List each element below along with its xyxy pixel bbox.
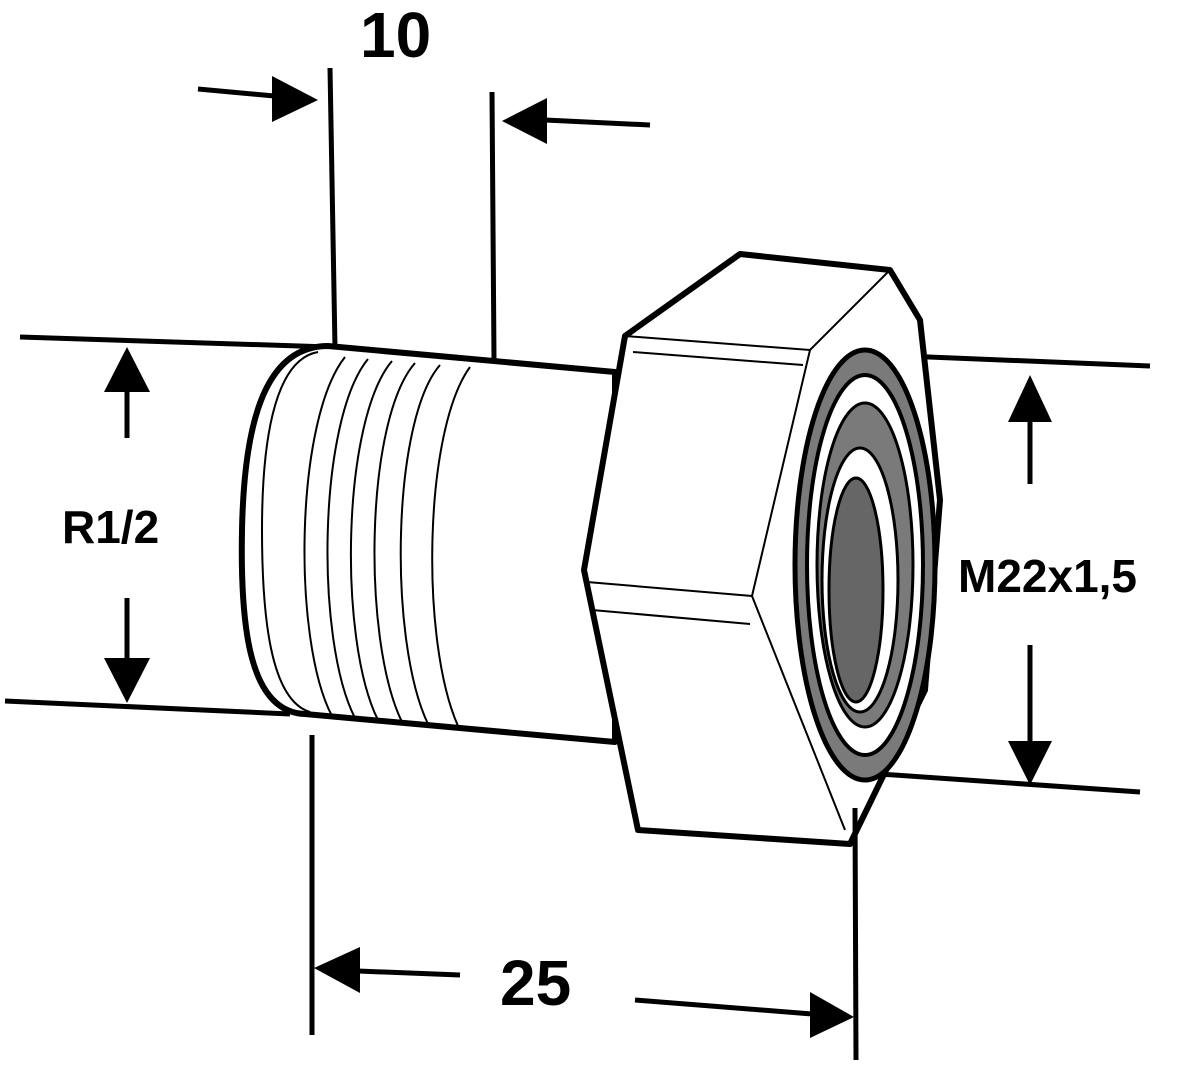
male-thread-body — [238, 343, 618, 745]
label-overall-length: 25 — [500, 947, 571, 1019]
dimension-thread-length: 10 — [197, 0, 651, 361]
dimension-overall-length: 25 — [309, 735, 859, 1061]
hex-nut — [581, 251, 943, 847]
label-thread-length: 10 — [360, 0, 431, 71]
dimension-male-thread: R1/2 — [62, 347, 159, 703]
dimension-nut-thread: M22x1,5 — [958, 375, 1137, 785]
label-nut-thread: M22x1,5 — [958, 550, 1137, 602]
label-male-thread: R1/2 — [62, 501, 159, 553]
nut-bore-inner — [827, 476, 885, 704]
